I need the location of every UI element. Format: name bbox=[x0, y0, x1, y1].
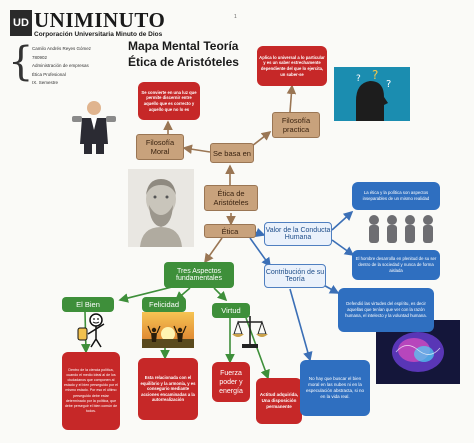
brand-name: UNIMINUTO bbox=[34, 8, 166, 32]
brand-subtitle: Corporación Universitaria Minuto de Dios bbox=[34, 31, 163, 38]
node-el-bien: El Bien bbox=[62, 297, 114, 312]
aristotle-portrait bbox=[128, 169, 194, 247]
arrow-valor-politica bbox=[331, 210, 354, 231]
arrow-sebasa-practica bbox=[251, 131, 272, 147]
page-title: Mapa Mental Teoría Ética de Aristóteles bbox=[128, 38, 239, 70]
justice-scale-icon bbox=[230, 312, 270, 350]
thumbs-up-icon bbox=[74, 312, 110, 348]
node-fuerza: Fuerza poder y energía bbox=[212, 362, 250, 402]
node-etica: Ética bbox=[204, 224, 256, 238]
node-actitud: Actitud adquirida, Una disposición perma… bbox=[256, 378, 302, 424]
info-brace: { bbox=[8, 39, 34, 85]
node-valor: Valor de la Conducta Humana bbox=[264, 222, 332, 246]
question-head-icon: ? ? ? bbox=[334, 67, 410, 121]
student-program: Administración de empresas bbox=[32, 63, 89, 68]
svg-text:?: ? bbox=[356, 74, 361, 84]
node-bien-def: Dentro de la ciencia política, cuando el… bbox=[62, 352, 120, 430]
sunset-people-icon bbox=[142, 312, 194, 348]
svg-text:?: ? bbox=[372, 68, 378, 82]
arrow-tres-virtud bbox=[213, 287, 228, 302]
arrow-etica-valor bbox=[254, 227, 266, 238]
thinking-people-icon bbox=[365, 212, 437, 246]
page-number: 1 bbox=[234, 14, 237, 20]
title-line-2: Ética de Aristóteles bbox=[128, 55, 239, 69]
node-defendio: Defendió las virtudes del espíritu, es d… bbox=[338, 288, 434, 332]
arrow-valor-hombre bbox=[331, 239, 355, 256]
node-moral-def: Se convierte en una luz que permite disc… bbox=[138, 82, 200, 120]
arrow-sebasa-moral bbox=[182, 144, 211, 154]
student-id: 780902 bbox=[32, 54, 48, 60]
svg-text:?: ? bbox=[386, 79, 391, 90]
student-info: Camilo Andrés Reyes Gómez 780902 Adminis… bbox=[32, 45, 91, 88]
logo-mark: UD bbox=[10, 10, 32, 36]
node-se-basa: Se basa en bbox=[210, 143, 254, 163]
arrow-practica-def bbox=[286, 84, 297, 113]
node-practica-def: Aplica lo universal a lo particular y es… bbox=[257, 46, 327, 86]
node-hombre: El hombre desarrolla en plenitud de su s… bbox=[352, 250, 440, 280]
student-course: Ética Profesional bbox=[32, 71, 66, 77]
node-etica-politica: La ética y la política son aspectos inse… bbox=[352, 182, 440, 210]
arrow-etica-tres bbox=[204, 237, 223, 264]
node-central: Ética de Aristóteles bbox=[204, 185, 258, 211]
node-virtud: Virtud bbox=[212, 303, 250, 318]
node-felicidad: Felicidad bbox=[142, 297, 186, 312]
arrow-contrib-nohay bbox=[289, 288, 313, 362]
node-felicidad-def: Esta relacionada con el equilibrio y la … bbox=[138, 358, 198, 420]
student-name: Camilo Andrés Reyes Gómez bbox=[32, 46, 92, 51]
title-line-1: Mapa Mental Teoría bbox=[128, 39, 239, 53]
node-filosofia-practica: Filosofía practica bbox=[272, 112, 320, 138]
node-tres-aspectos: Tres Aspectos fundamentales bbox=[164, 262, 234, 288]
node-contribucion: Contribución de su Teoría bbox=[264, 264, 326, 288]
businessman-icon bbox=[70, 96, 118, 154]
node-no-hay: No hay que buscar el bien moral en las n… bbox=[300, 360, 370, 416]
arrow-etica-contrib bbox=[249, 237, 271, 268]
student-semester: IX. Semestre bbox=[32, 80, 59, 85]
node-filosofia-moral: Filosofía Moral bbox=[136, 134, 184, 160]
